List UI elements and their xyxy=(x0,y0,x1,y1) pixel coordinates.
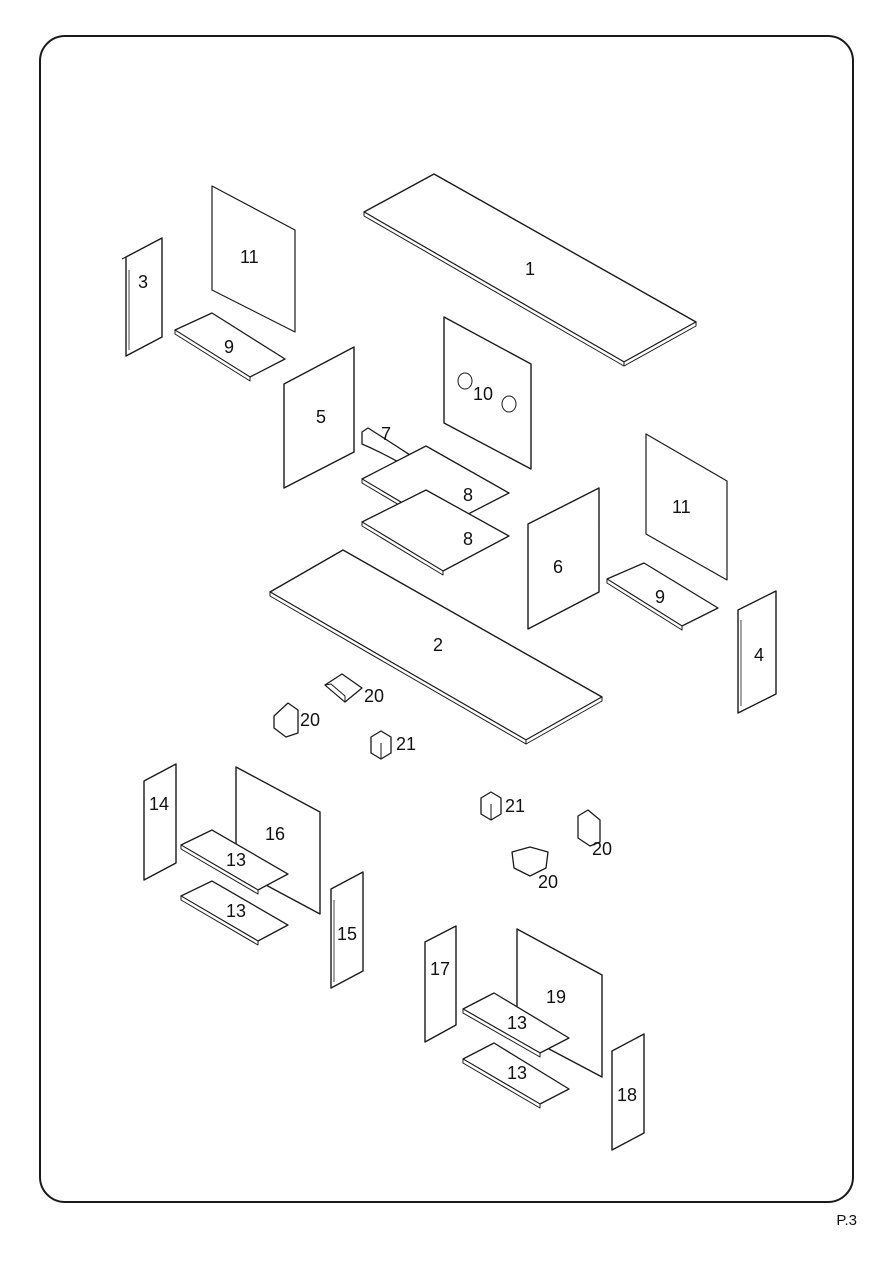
part-label-3: 3 xyxy=(138,272,148,292)
part-label-16: 16 xyxy=(265,824,285,844)
part-label-18: 18 xyxy=(617,1085,637,1105)
part-20-foot-b: 20 xyxy=(273,702,320,738)
part-label-8-upper: 8 xyxy=(463,485,473,505)
page-number: P.3 xyxy=(836,1212,857,1229)
part-19-back-panel: 19 xyxy=(516,928,603,1078)
part-label-11-left: 11 xyxy=(240,247,259,267)
part-label-10: 10 xyxy=(473,384,493,404)
part-label-13-d: 13 xyxy=(507,1063,527,1083)
part-3-side-post: 3 xyxy=(121,237,163,357)
part-13-shelf-a: 13 xyxy=(180,829,289,895)
part-6-divider: 6 xyxy=(527,487,600,630)
part-20-foot-c: 20 xyxy=(577,809,612,859)
part-label-4: 4 xyxy=(754,645,764,665)
part-4-side-post: 4 xyxy=(737,590,777,714)
part-2-bottom-board: 2 xyxy=(269,549,603,745)
part-label-13-b: 13 xyxy=(226,901,246,921)
part-label-6: 6 xyxy=(553,557,563,577)
part-16-back-panel: 16 xyxy=(235,766,321,915)
part-1-top-board: 1 xyxy=(363,173,697,367)
part-17-side-post: 17 xyxy=(424,925,457,1043)
part-20-foot-d: 20 xyxy=(511,846,558,892)
page-frame xyxy=(39,35,854,1203)
part-13-shelf-b: 13 xyxy=(180,880,289,946)
part-15-side-post: 15 xyxy=(330,871,364,989)
part-label-20-c: 20 xyxy=(592,839,612,859)
part-10-center-panel: 10 xyxy=(443,316,532,470)
part-11-back-panel-right: 11 xyxy=(645,433,728,581)
part-label-11-right: 11 xyxy=(672,497,691,517)
part-label-1: 1 xyxy=(525,259,535,279)
part-label-14: 14 xyxy=(149,794,169,814)
part-9-shelf-right: 9 xyxy=(606,562,719,631)
part-label-13-c: 13 xyxy=(507,1013,527,1033)
part-label-7: 7 xyxy=(381,424,391,444)
part-20-foot-a: 20 xyxy=(324,673,384,706)
part-21-foot-b: 21 xyxy=(480,791,525,821)
part-11-back-panel-left: 11 xyxy=(211,185,296,333)
part-label-20-a: 20 xyxy=(364,686,384,706)
part-label-21-b: 21 xyxy=(505,796,525,816)
part-label-17: 17 xyxy=(430,959,450,979)
part-label-5: 5 xyxy=(316,407,326,427)
part-label-8-lower: 8 xyxy=(463,529,473,549)
part-label-2: 2 xyxy=(433,635,443,655)
part-label-21-a: 21 xyxy=(396,734,416,754)
part-label-15: 15 xyxy=(337,924,357,944)
part-label-20-d: 20 xyxy=(538,872,558,892)
part-13-shelf-d: 13 xyxy=(462,1042,570,1109)
part-label-9-left: 9 xyxy=(224,337,234,357)
part-14-side-post: 14 xyxy=(143,763,177,881)
part-label-13-a: 13 xyxy=(226,850,246,870)
part-label-20-b: 20 xyxy=(300,710,320,730)
part-label-9-right: 9 xyxy=(655,587,665,607)
part-13-shelf-c: 13 xyxy=(462,992,570,1058)
part-18-side-post: 18 xyxy=(611,1033,645,1151)
part-21-foot-a: 21 xyxy=(370,730,416,760)
part-9-shelf-left: 9 xyxy=(174,312,286,382)
part-label-19: 19 xyxy=(546,987,566,1007)
part-5-divider: 5 xyxy=(283,346,355,489)
part-8-shelf-lower: 8 xyxy=(361,489,510,576)
